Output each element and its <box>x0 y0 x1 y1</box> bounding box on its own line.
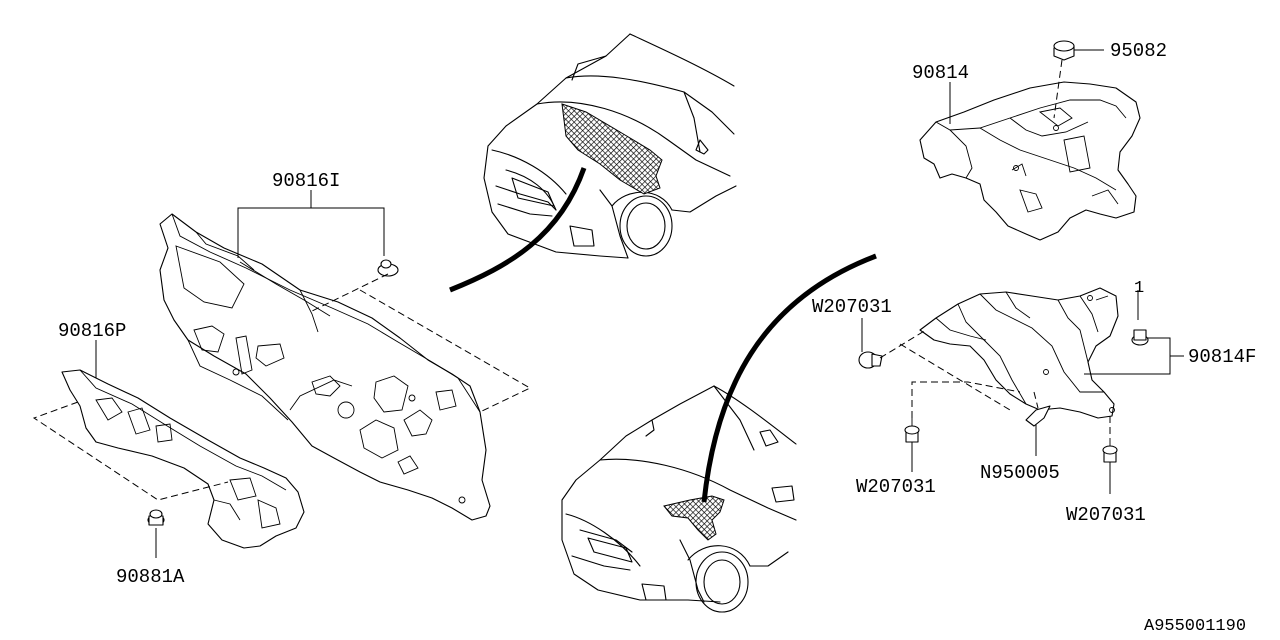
highlight-area-bottom <box>663 495 725 541</box>
nut-n950005 <box>1025 405 1051 427</box>
clip-w207031-bottom-left <box>904 418 920 443</box>
reference-code: A955001190 <box>1144 617 1246 636</box>
clip-w207031-left <box>858 351 883 369</box>
label-90814F: 90814F <box>1188 346 1256 368</box>
clip-w207031-bottom-right <box>1102 438 1118 463</box>
dash-insulator-upper <box>159 213 491 521</box>
callout-arc-bottom <box>701 253 877 503</box>
hood-insulator <box>919 81 1141 241</box>
label-90814: 90814 <box>912 62 969 84</box>
label-w207031-bottom-left: W207031 <box>856 476 936 498</box>
clip-95082 <box>1053 40 1075 61</box>
label-90881A: 90881A <box>116 566 185 588</box>
clip-90814F <box>1131 329 1149 346</box>
heat-shield <box>919 287 1119 419</box>
label-90816P: 90816P <box>58 320 126 342</box>
label-n950005: N950005 <box>980 462 1060 484</box>
highlight-area-top <box>561 103 663 195</box>
nut-90881A <box>147 509 165 526</box>
bolt-90816I <box>377 259 399 277</box>
callout-arc-top <box>449 167 587 293</box>
bracket-90816I <box>237 207 385 258</box>
dash-insulator-lower <box>61 369 305 549</box>
label-w207031-bottom-right: W207031 <box>1066 504 1146 526</box>
label-95082: 95082 <box>1110 40 1167 62</box>
label-90816I: 90816I <box>272 170 340 192</box>
label-w207031-left: W207031 <box>812 296 892 318</box>
car-view-bottom <box>561 385 797 613</box>
car-view-top <box>483 33 737 259</box>
callout-number-1: 1 <box>1134 279 1144 298</box>
